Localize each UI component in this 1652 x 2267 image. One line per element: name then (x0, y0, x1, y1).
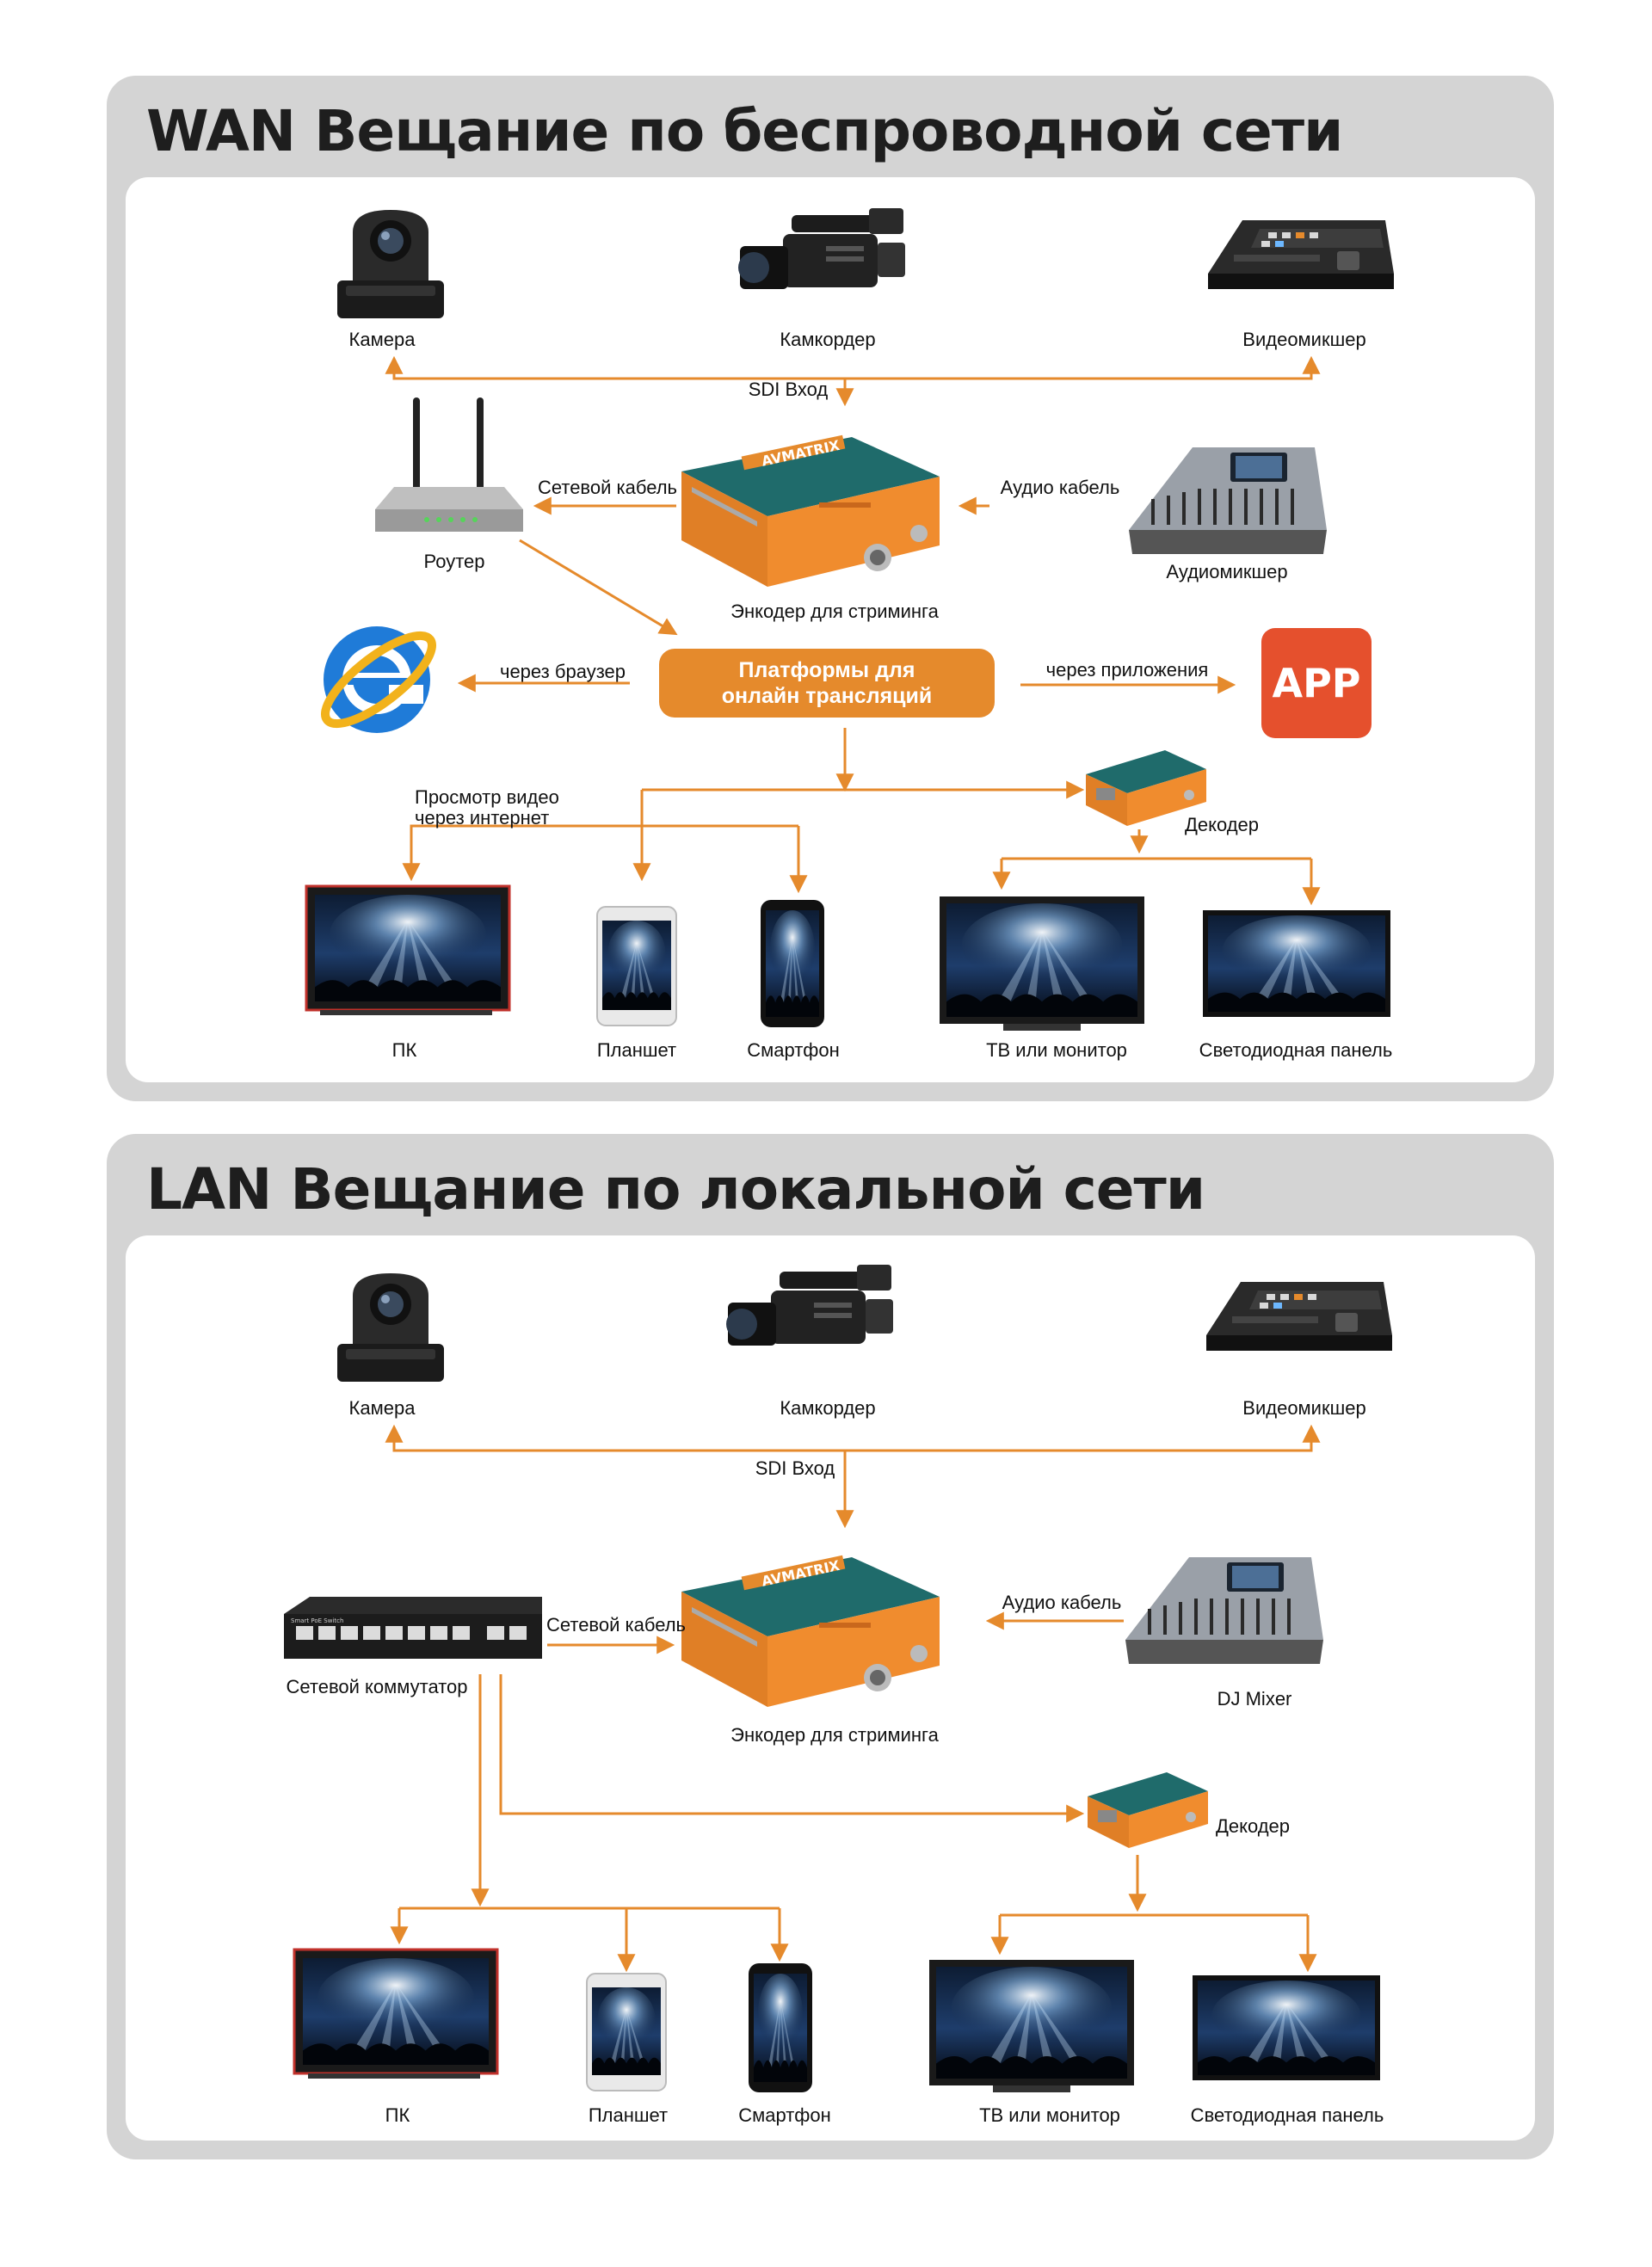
wan-camera-label: Камера (348, 329, 416, 350)
wan-via-browser-label: через браузер (499, 661, 626, 682)
lan-camera-icon (337, 1273, 444, 1382)
wan-platform-line2: онлайн трансляций (721, 684, 933, 708)
lan-tv (929, 1960, 1134, 2092)
lan-connectors (385, 1424, 1321, 1973)
lan-camcorder-icon (726, 1265, 893, 1346)
wan-sdi-input-label: SDI Вход (748, 379, 829, 400)
wan-tablet-label: Планшет (596, 1039, 677, 1061)
lan-switch-label: Сетевой коммутатор (286, 1676, 468, 1697)
lan-smartphone-label: Смартфон (738, 2104, 831, 2126)
wan-router-label: Роутер (423, 551, 485, 572)
lan-sdi-input-label: SDI Вход (755, 1457, 835, 1479)
lan-led-panel (1193, 1975, 1380, 2080)
wan-internet-view-line2: через интернет (415, 807, 550, 829)
wan-network-cable-label: Сетевой кабель (537, 477, 678, 498)
wan-encoder-label: Энкодер для стриминга (730, 601, 939, 622)
wan-tv (940, 896, 1144, 1031)
lan-led-label: Светодиодная панель (1190, 2104, 1384, 2126)
wan-connectors (385, 355, 1321, 906)
lan-title: LAN Вещание по локальной сети (146, 1156, 1205, 1223)
lan-camcorder-label: Камкордер (780, 1397, 876, 1419)
lan-encoder-icon (681, 1555, 940, 1707)
wan-router-icon (375, 397, 523, 532)
wan-audio-mixer-label: Аудиомикшер (1166, 561, 1288, 582)
lan-pc-label: ПК (385, 2104, 410, 2126)
wan-camcorder-label: Камкордер (780, 329, 876, 350)
wan-decoder-label: Декодер (1184, 814, 1260, 835)
lan-smartphone (749, 1963, 812, 2092)
wan-camera-icon (337, 210, 444, 318)
lan-encoder-label: Энкодер для стриминга (730, 1724, 939, 1746)
wan-video-mixer-label: Видеомикшер (1242, 329, 1366, 350)
wan-led-label: Светодиодная панель (1199, 1039, 1393, 1061)
wan-pc-label: ПК (391, 1039, 417, 1061)
wan-app-icon: APP (1261, 628, 1372, 738)
wan-title: WAN Вещание по беспроводной сети (146, 98, 1343, 164)
wan-led-panel (1203, 910, 1390, 1017)
wan-browser-icon (313, 622, 444, 738)
wan-audio-mixer-icon (1129, 447, 1327, 554)
wan-camcorder-icon (738, 208, 905, 289)
wan-encoder-icon (681, 434, 940, 587)
lan-decoder-label: Декодер (1215, 1815, 1291, 1837)
lan-camera-label: Камера (348, 1397, 416, 1419)
lan-tablet (586, 1973, 667, 2091)
lan-audio-cable-label: Аудио кабель (1002, 1592, 1122, 1613)
wan-tv-label: ТВ или монитор (986, 1039, 1127, 1061)
wan-tablet (596, 906, 677, 1026)
wan-video-mixer-icon (1208, 220, 1394, 289)
wan-via-app-label: через приложения (1045, 659, 1209, 681)
wan-audio-cable-label: Аудио кабель (1000, 477, 1120, 498)
lan-dj-mixer-icon (1125, 1557, 1323, 1664)
lan-decoder-icon (1088, 1772, 1208, 1848)
lan-video-mixer-label: Видеомикшер (1242, 1397, 1366, 1419)
wan-internet-view-line1: Просмотр видео (415, 786, 559, 808)
lan-tablet-label: Планшет (588, 2104, 669, 2126)
wan-smartphone (761, 900, 824, 1027)
lan-dj-mixer-label: DJ Mixer (1217, 1688, 1292, 1709)
lan-pc-monitor (293, 1948, 499, 2079)
lan-tv-label: ТВ или монитор (979, 2104, 1120, 2126)
lan-switch-icon (284, 1597, 542, 1659)
wan-smartphone-label: Смартфон (747, 1039, 840, 1061)
lan-video-mixer-icon (1206, 1282, 1392, 1351)
lan-network-cable-label: Сетевой кабель (546, 1614, 687, 1636)
wan-streaming-platforms-box: Платформы для онлайн трансляций (659, 649, 995, 718)
wan-platform-line1: Платформы для (738, 658, 915, 682)
wan-pc-monitor (305, 884, 511, 1015)
